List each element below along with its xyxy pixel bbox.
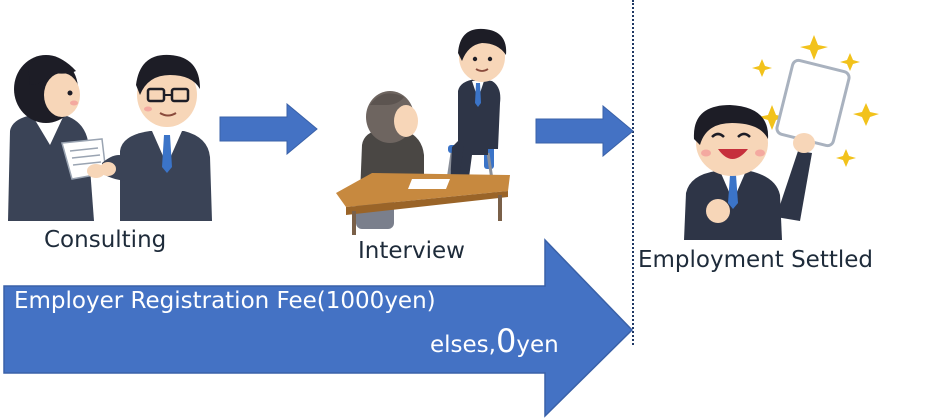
consulting-illustration bbox=[8, 54, 212, 221]
arrow-right-icon bbox=[219, 103, 318, 155]
fee-arrow bbox=[3, 238, 634, 418]
step-label-interview: Interview bbox=[358, 238, 465, 264]
certificate-icon bbox=[775, 58, 851, 148]
interview-illustration bbox=[336, 28, 510, 235]
step-divider-line bbox=[632, 0, 634, 345]
fee-title: Employer Registration Fee(1000yen) bbox=[14, 288, 436, 314]
step-label-consulting: Consulting bbox=[44, 227, 167, 253]
fee-else-suffix: yen bbox=[516, 332, 559, 358]
fee-else-zero: 0 bbox=[495, 322, 517, 360]
employment-settled-illustration bbox=[684, 35, 879, 240]
sparkle-icon bbox=[752, 35, 879, 167]
desk-icon bbox=[336, 173, 510, 235]
interviewee-figure bbox=[436, 28, 507, 192]
celebrating-person-figure bbox=[684, 105, 782, 240]
woman-figure bbox=[8, 55, 94, 221]
fee-else-line: elses,0yen bbox=[430, 322, 559, 360]
fee-else-prefix: elses, bbox=[430, 332, 496, 358]
arrow-right-icon bbox=[535, 105, 634, 157]
consultant-figure bbox=[100, 54, 212, 221]
step-label-employment-settled: Employment Settled bbox=[638, 247, 873, 273]
